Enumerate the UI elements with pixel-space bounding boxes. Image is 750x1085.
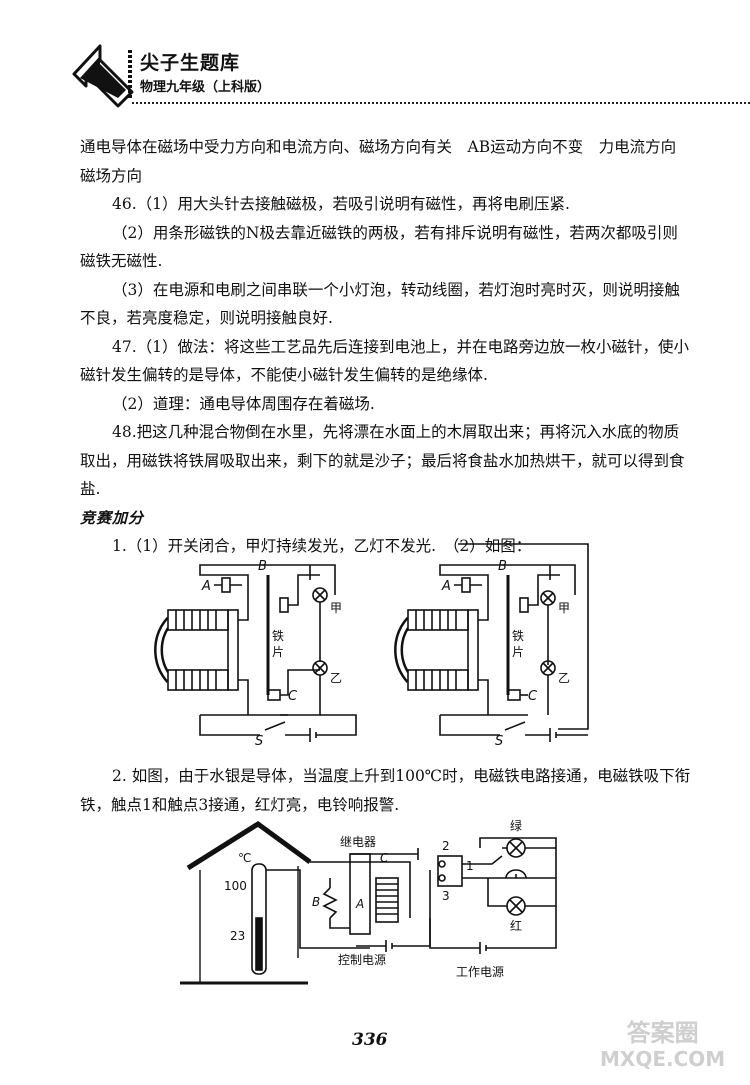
paragraph: 46.（1）用大头针去接触磁极，若吸引说明有磁性，再将电刷压紧. xyxy=(112,195,570,213)
question-2-text: 2. 如图，由于水银是导体，当温度上升到100℃时，电磁铁电路接通，电磁铁吸下衔… xyxy=(80,767,691,814)
question-1-text: 1.（1）开关闭合，甲灯持续发光，乙灯不发光. （2）如图： xyxy=(112,537,532,555)
green-lamp-label: 绿 xyxy=(510,818,522,833)
question-2-block: 2. 如图，由于水银是导体，当温度上升到100℃时，电磁铁电路接通，电磁铁吸下衔… xyxy=(80,762,692,819)
contact-2-label: 2 xyxy=(442,839,450,853)
relay-label: 继电器 xyxy=(340,835,376,849)
watermark-line: MXQE.COM xyxy=(600,1047,726,1071)
label-A: A xyxy=(441,579,451,594)
red-lamp-label: 红 xyxy=(510,918,522,933)
section-title: 竞赛加分 xyxy=(80,508,145,527)
label-S: S xyxy=(495,734,503,749)
contact-1-label: 1 xyxy=(466,859,474,873)
label-C: C xyxy=(380,851,389,865)
label-S: S xyxy=(255,734,263,749)
thermometer-unit: ℃ xyxy=(238,851,251,865)
paragraph: 通电导体在磁场中受力方向和电流方向、磁场方向有关 AB运动方向不变 力电流方向 … xyxy=(80,138,692,185)
label-C: C xyxy=(288,689,298,704)
watermark: 答案圈 MXQE.COM xyxy=(600,1020,725,1072)
label-B: B xyxy=(258,559,267,574)
lamp-yi-label: 乙 xyxy=(558,671,570,685)
label-C: C xyxy=(528,689,538,704)
relay-alarm-figure: ℃ 100 23 继电器 C B A 2 1 3 绿 红 控制电源 工作电源 xyxy=(180,818,557,985)
iron-label: 铁 xyxy=(512,629,524,643)
work-power-label: 工作电源 xyxy=(456,965,504,979)
book-title: 尖子生题库 xyxy=(140,52,241,74)
arrow-logo-icon xyxy=(72,44,134,108)
paragraph: 47.（1）做法：将这些工艺品先后连接到电池上，并在电路旁边放一枚小磁针，使小磁… xyxy=(80,337,690,385)
iron-label: 片 xyxy=(272,645,284,659)
label-A: A xyxy=(355,897,364,911)
label-B: B xyxy=(312,895,320,909)
lamp-yi-label: 乙 xyxy=(330,671,342,685)
iron-label: 片 xyxy=(512,645,524,659)
watermark-line: 答案圈 xyxy=(626,1019,699,1047)
temp-23-label: 23 xyxy=(230,929,245,943)
answer-text: 通电导体在磁场中受力方向和电流方向、磁场方向有关 AB运动方向不变 力电流方向 … xyxy=(80,133,692,561)
book-subtitle: 物理九年级（上科版） xyxy=(140,80,271,95)
temp-100-label: 100 xyxy=(224,879,247,893)
header-divider xyxy=(132,102,750,104)
paragraph: （3）在电源和电刷之间串联一个小灯泡，转动线圈，若灯泡时亮时灭，则说明接触不良，… xyxy=(80,280,680,328)
paragraph: （2）用条形磁铁的N极去靠近磁铁的两极，若有排斥说明有磁性，若两次都吸引则磁铁无… xyxy=(80,223,678,271)
page-header: 尖子生题库 物理九年级（上科版） xyxy=(70,42,750,117)
paragraph: （2）道理：通电导体周围存在着磁场. xyxy=(112,394,375,413)
control-power-label: 控制电源 xyxy=(338,953,386,967)
circuit-diagram-figure: A B C S A B C S 甲 乙 铁 片 甲 乙 铁 片 xyxy=(154,543,589,749)
label-A: A xyxy=(201,579,211,594)
lamp-jia-label: 甲 xyxy=(558,601,570,615)
label-B: B xyxy=(498,559,507,574)
paragraph: 48.把这几种混合物倒在水里，先将漂在水面上的木屑取出来；再将沉入水底的物质取出… xyxy=(80,423,685,498)
iron-label: 铁 xyxy=(272,629,284,643)
page-number: 336 xyxy=(352,1030,388,1050)
contact-3-label: 3 xyxy=(442,889,450,903)
lamp-jia-label: 甲 xyxy=(330,601,342,615)
